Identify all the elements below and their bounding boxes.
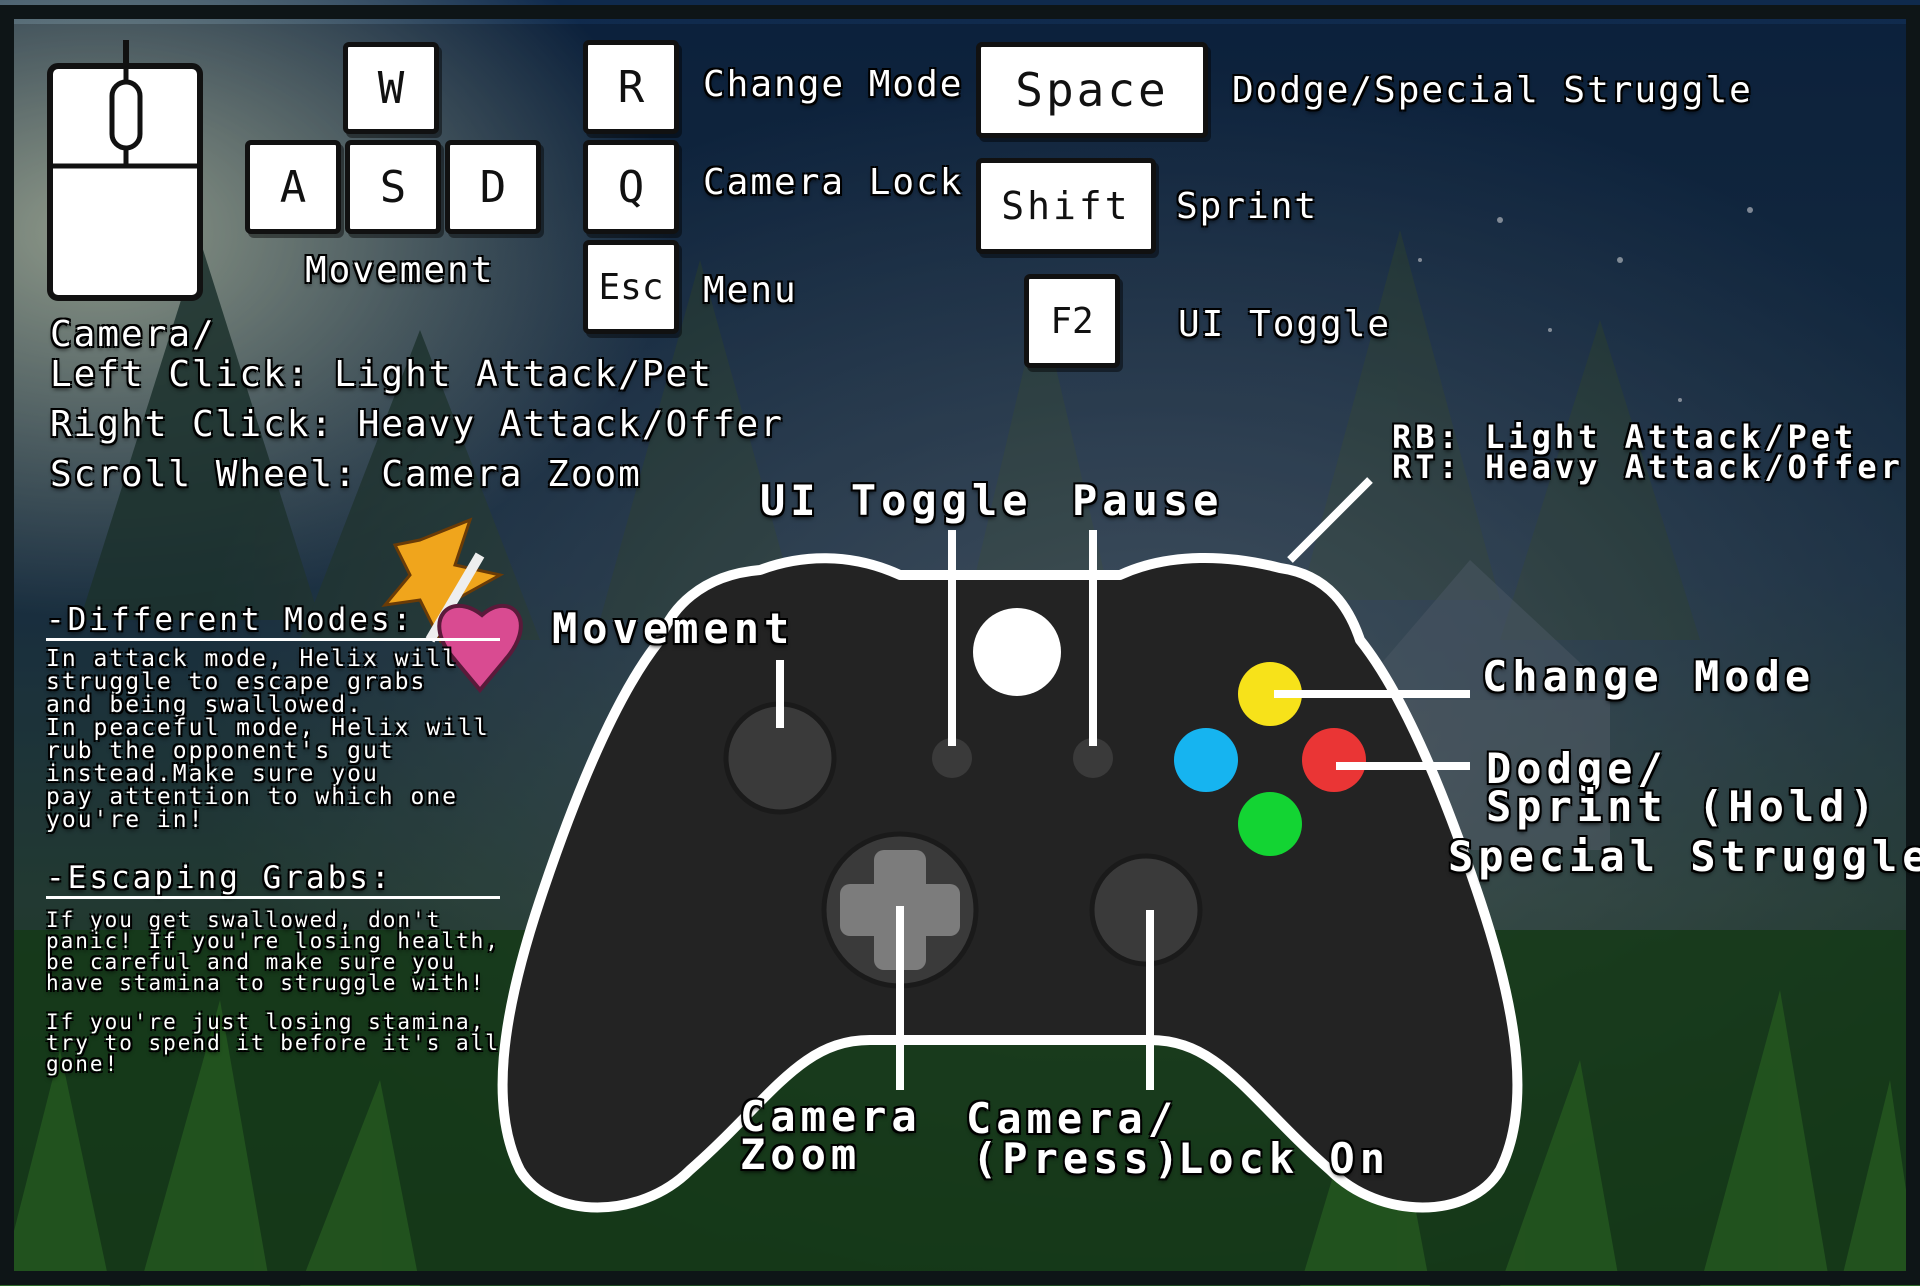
leader-lines xyxy=(776,477,1470,1090)
key-space: Space xyxy=(976,42,1208,138)
key-shift: Shift xyxy=(976,158,1156,254)
mouse-right-click-line: Right Click: Heavy Attack/Offer xyxy=(50,404,784,445)
dodge-pad-label-2: Sprint (Hold) xyxy=(1486,782,1880,831)
button-x xyxy=(1174,728,1238,792)
dodge-pad-label-1: Dodge/ xyxy=(1486,744,1668,793)
camera-right-label-1: Camera/ xyxy=(966,1094,1179,1143)
key-f2: F2 xyxy=(1024,274,1120,368)
button-a xyxy=(1238,792,1302,856)
key-r: R xyxy=(583,40,679,134)
lock-on-label: Lock On xyxy=(1178,1134,1391,1183)
menu-label: Menu xyxy=(703,270,798,311)
button-b xyxy=(1302,728,1366,792)
grabs-heading: -Escaping Grabs: xyxy=(46,860,393,896)
modes-body: In attack mode, Helix will struggle to e… xyxy=(46,646,490,833)
ui-toggle-pad-label: UI Toggle xyxy=(760,476,1033,525)
menu-button xyxy=(1073,738,1113,778)
change-mode-label: Change Mode xyxy=(703,64,964,105)
ui-toggle-key-label: UI Toggle xyxy=(1178,304,1392,345)
rb-label: RB: Light Attack/Pet xyxy=(1392,418,1858,456)
key-q: Q xyxy=(583,140,679,234)
camera-lock-label: Camera Lock xyxy=(703,162,964,203)
grabs-body-1: If you get swallowed, don't panic! If yo… xyxy=(46,908,500,995)
mouse-scroll-line: Scroll Wheel: Camera Zoom xyxy=(50,454,642,495)
key-w: W xyxy=(343,42,439,134)
camera-zoom-label-1: Camera xyxy=(740,1092,922,1141)
change-mode-pad-label: Change Mode xyxy=(1482,652,1816,701)
grabs-underline xyxy=(46,896,500,899)
rt-label: RT: Heavy Attack/Offer xyxy=(1392,448,1904,486)
camera-zoom-label-2: Zoom xyxy=(740,1130,862,1179)
xbox-button xyxy=(973,608,1061,696)
key-s: S xyxy=(345,140,441,234)
mouse-icon xyxy=(47,40,203,301)
dodge-label: Dodge/Special Struggle xyxy=(1232,70,1753,111)
sprint-label: Sprint xyxy=(1176,186,1319,227)
key-a: A xyxy=(245,140,341,234)
pause-label: Pause xyxy=(1072,476,1224,525)
modes-underline xyxy=(46,638,500,641)
key-esc: Esc xyxy=(583,240,679,334)
modes-heading: -Different Modes: xyxy=(46,602,415,638)
movement-label: Movement xyxy=(305,250,495,291)
mouse-camera-line: Camera/ xyxy=(50,314,216,355)
camera-right-label-2: (Press) xyxy=(972,1134,1185,1183)
view-button xyxy=(932,738,972,778)
mouse-left-click-line: Left Click: Light Attack/Pet xyxy=(50,354,713,395)
key-d: D xyxy=(445,140,541,234)
button-y xyxy=(1238,662,1302,726)
movement-pad-label: Movement xyxy=(552,604,795,653)
special-struggle-pad-label: Special Struggle xyxy=(1448,832,1920,881)
grabs-body-2: If you're just losing stamina, try to sp… xyxy=(46,1010,500,1076)
